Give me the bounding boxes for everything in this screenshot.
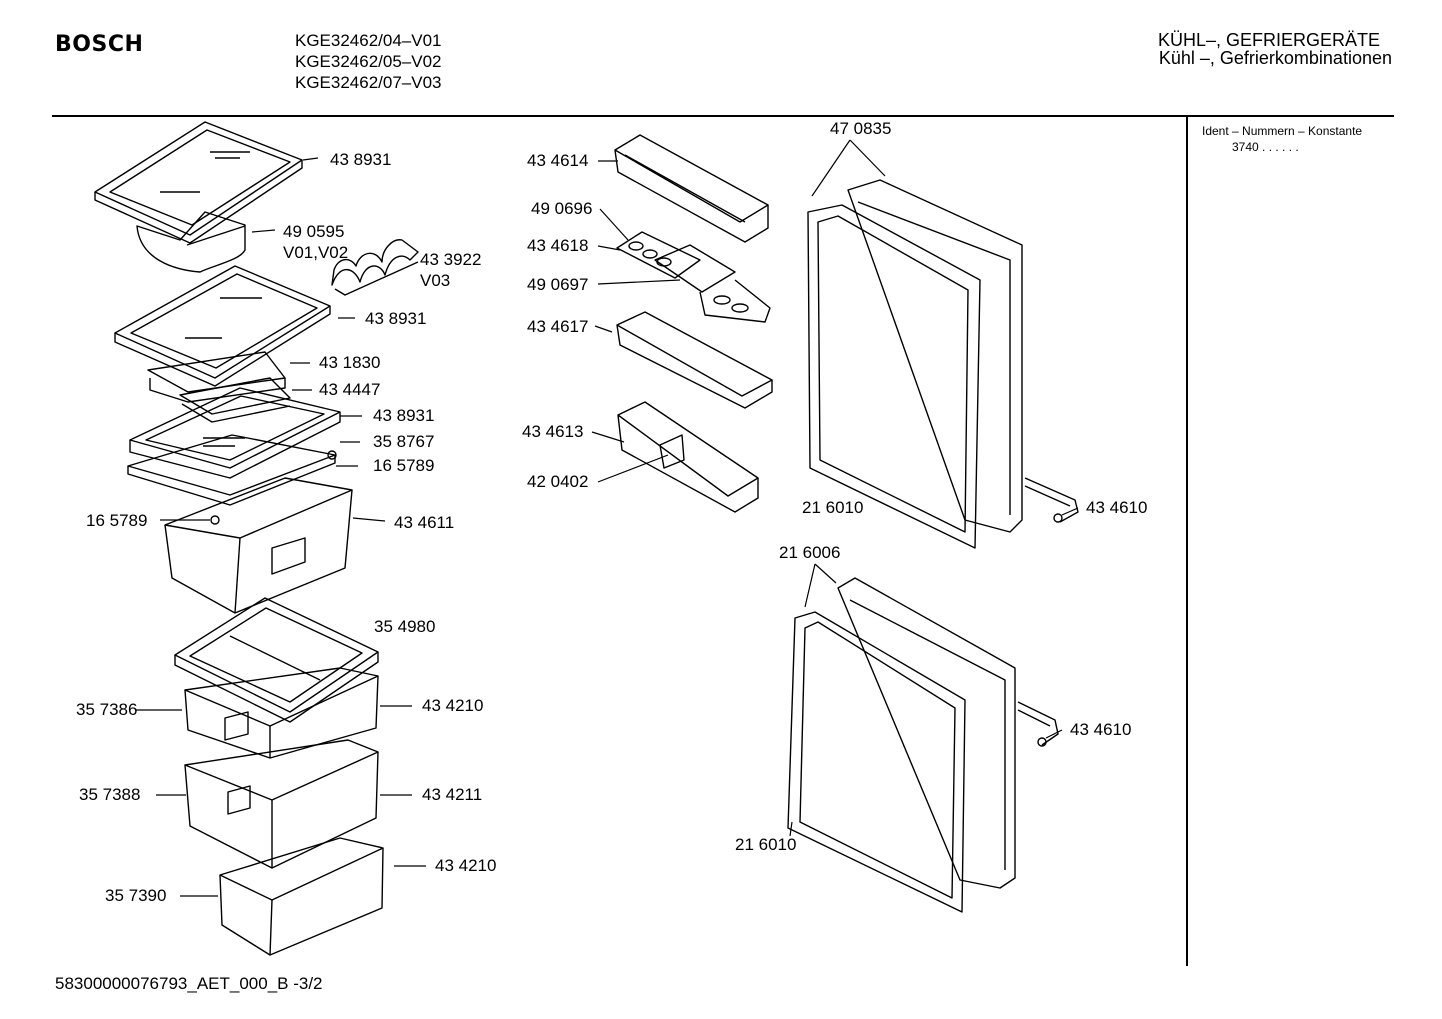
label-butter-4618: 43 4618 [527,236,589,255]
label-drawer-front-2: 35 7388 [79,785,141,804]
glass-shelf-top [94,121,303,244]
label-bottle-holder: 49 0595 [283,222,345,241]
fridge-hinge [1024,477,1079,523]
glass-shelf-3 [129,387,341,479]
label-drawer-3: 43 4210 [435,856,497,875]
label-divider-0402: 42 0402 [527,472,589,491]
label-crisper: 43 4611 [394,513,455,532]
bottle-holder [136,211,246,273]
freezer-door [837,577,1016,889]
ident-title: Ident – Nummern – Konstante [1202,124,1363,138]
label-drawer-2: 43 4211 [422,785,483,804]
crisper-cover [127,434,336,506]
label-drawer-front-1: 35 7386 [76,700,138,719]
butter-dish [654,244,771,323]
model-number-2: KGE32462/05–V02 [295,52,442,71]
label-fridge-door: 47 0835 [830,119,892,138]
fridge-door [847,179,1023,533]
label-fridge-gasket: 21 6010 [802,498,864,517]
door-shelf-middle [616,311,773,409]
label-glass-shelf-3: 43 8931 [373,406,435,425]
label-freezer-lid: 35 4980 [374,617,436,636]
label-drawer-front-3: 35 7390 [105,886,167,905]
leader-lines [136,139,1079,897]
category-subtitle: Kühl –, Gefrierkombinationen [1158,48,1392,68]
label-tray-1830: 43 1830 [319,353,381,372]
label-clip-left: 16 5789 [86,511,148,530]
label-freezer-gasket: 21 6010 [735,835,797,854]
label-wine-rack-variant: V03 [420,271,451,290]
fridge-gasket [807,204,981,549]
crisper-drawer [164,450,353,614]
freezer-lid [174,597,379,723]
glass-shelf-2 [114,265,331,387]
label-freezer-door: 21 6006 [779,543,841,562]
freezer-drawer-2 [184,739,379,869]
label-tray-4447: 43 4447 [319,380,381,399]
egg-tray [616,231,701,279]
freezer-gasket [787,611,966,913]
label-drawer-1: 43 4210 [422,696,484,715]
label-glass-shelf-top: 43 8931 [330,150,392,169]
label-butter-lid-0697: 49 0697 [527,275,589,294]
wine-rack [331,239,419,296]
tray-stack [147,351,291,423]
door-shelf-top [614,134,769,243]
label-cover-8767: 35 8767 [373,432,435,451]
category-title: KÜHL–, GEFRIERGERÄTE [1157,30,1380,50]
label-door-shelf-4613: 43 4613 [522,422,584,441]
label-bottle-holder-variant: V01,V02 [283,243,349,262]
label-freezer-hinge: 43 4610 [1070,720,1132,739]
ident-value: 3740 . . . . . . [1232,140,1299,154]
label-door-shelf-4614: 43 4614 [527,151,589,170]
freezer-hinge [1017,701,1059,747]
label-egg-tray-0696: 49 0696 [531,199,593,218]
label-clip-right: 16 5789 [373,456,435,475]
label-glass-shelf-2: 43 8931 [365,309,427,328]
label-fridge-hinge: 43 4610 [1086,498,1148,517]
freezer-drawer-3 [219,837,384,956]
label-wine-rack: 43 3922 [420,250,482,269]
model-number-3: KGE32462/07–V03 [295,73,442,92]
model-number-1: KGE32462/04–V01 [295,31,442,50]
document-id: 58300000076793_AET_000_B -3/2 [55,974,323,993]
door-shelf-bottom [617,401,759,513]
label-door-shelf-4617: 43 4617 [527,317,589,336]
brand-logo: BOSCH [55,32,144,57]
